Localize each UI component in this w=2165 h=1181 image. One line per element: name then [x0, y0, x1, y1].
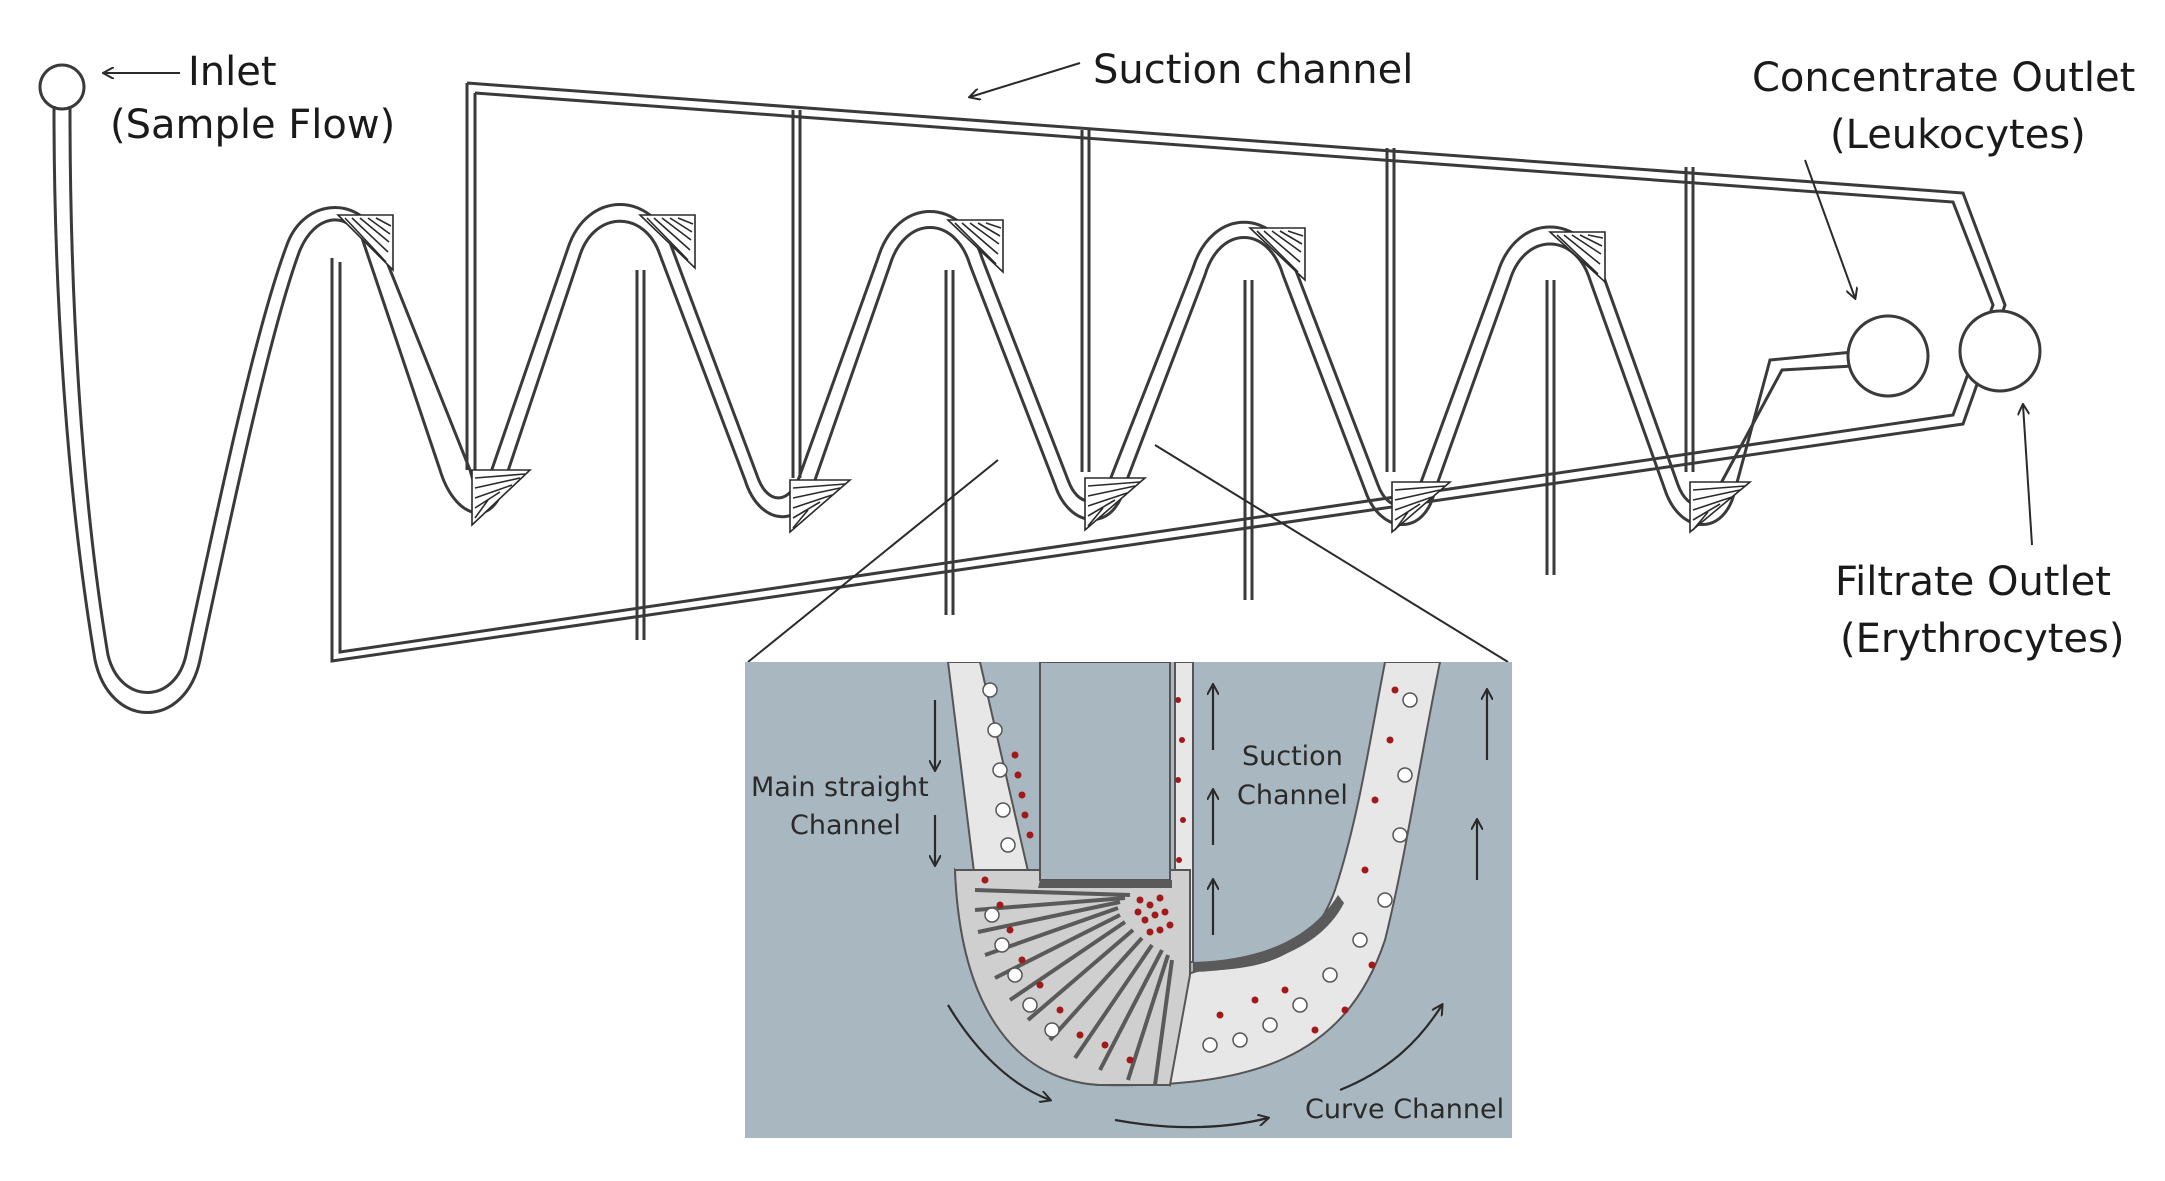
filter-bottom-1 [471, 469, 533, 527]
central-block [1039, 662, 1171, 881]
label-inlet-group: Inlet (Sample Flow) [104, 49, 395, 148]
filter-top-3 [945, 219, 1004, 274]
filter-bottom-2 [789, 479, 853, 534]
inset-label-main-straight: Main straight [751, 772, 929, 803]
label-concentrate-group: Concentrate Outlet (Leukocytes) [1752, 55, 2135, 298]
filter-arrays [336, 214, 1753, 534]
filtrate-outlet-port [1958, 309, 2042, 393]
device-outline [330, 81, 2007, 663]
label-inlet: Inlet [188, 49, 277, 95]
filter-bottom-3 [1084, 477, 1148, 532]
filter-top-5 [1547, 231, 1606, 284]
filter-bottom-4 [1391, 481, 1453, 534]
label-filtrate-outlet: Filtrate Outlet [1835, 559, 2111, 605]
red-cells [981, 686, 1399, 1064]
label-suction-group: Suction channel [970, 47, 1413, 97]
label-concentrate-sub: (Leukocytes) [1830, 112, 2086, 158]
serpentine-channel [360, 203, 1854, 526]
white-cells [982, 682, 1418, 1053]
label-filtrate-group: Filtrate Outlet (Erythrocytes) [1835, 405, 2124, 662]
zoom-lines [747, 444, 1509, 663]
inset-label-suction-channel: Channel [1237, 780, 1348, 811]
label-filtrate-sub: (Erythrocytes) [1840, 616, 2124, 662]
label-inlet-sub: (Sample Flow) [110, 102, 395, 148]
filter-bottom-5 [1689, 481, 1753, 534]
inset-zoom-view: Main straight Channel Suction Channel Cu… [745, 662, 1512, 1138]
filter-top-2 [638, 214, 696, 270]
inlet-channel [38, 63, 377, 714]
filter-top-4 [1247, 227, 1306, 282]
filter-top-1 [336, 214, 394, 272]
inset-label-main-channel: Channel [790, 810, 901, 841]
outlets [1846, 309, 2042, 398]
concentrate-outlet-port [1846, 314, 1930, 398]
label-concentrate-outlet: Concentrate Outlet [1752, 55, 2135, 101]
inset-flow-arrows [935, 685, 1487, 1129]
inlet-port [38, 63, 86, 111]
inset-label-suction: Suction [1242, 741, 1343, 772]
label-suction-channel: Suction channel [1093, 47, 1413, 93]
inset-label-curve-channel: Curve Channel [1305, 1094, 1504, 1125]
